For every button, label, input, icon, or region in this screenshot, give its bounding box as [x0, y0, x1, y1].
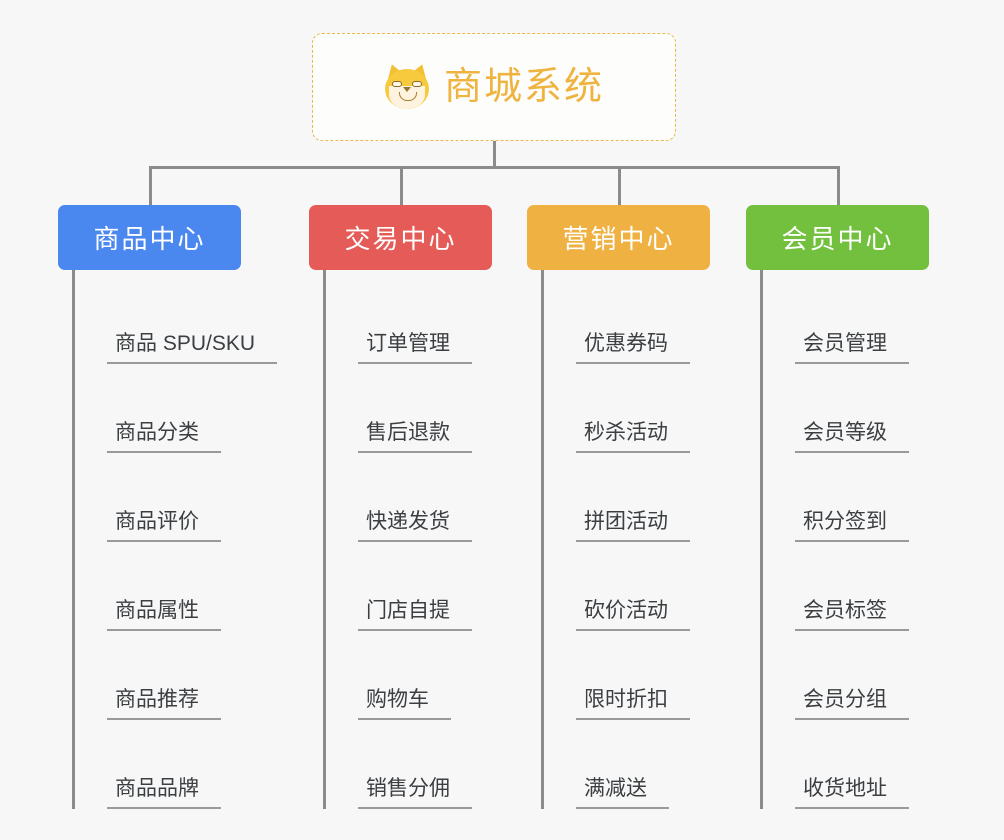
category-column-marketing-center: 营销中心优惠券码秒杀活动拼团活动砍价活动限时折扣满减送	[527, 205, 710, 809]
category-column-product-center: 商品中心商品 SPU/SKU 商品分类商品评价商品属性商品推荐商品品牌	[58, 205, 278, 809]
leaf-node[interactable]: 会员分组	[763, 631, 929, 720]
connector-root-stem	[493, 141, 496, 168]
category-header-product-center[interactable]: 商品中心	[58, 205, 241, 270]
leaf-label: 商品推荐	[107, 688, 221, 720]
leaf-list-member-center: 会员管理会员等级积分签到会员标签会员分组收货地址	[760, 270, 929, 809]
connector-drop-2	[400, 166, 403, 207]
leaf-label: 购物车	[358, 688, 451, 720]
root-title: 商城系统	[443, 66, 604, 108]
leaf-list-product-center: 商品 SPU/SKU 商品分类商品评价商品属性商品推荐商品品牌	[72, 270, 278, 809]
leaf-node[interactable]: 购物车	[326, 631, 492, 720]
leaf-label: 砍价活动	[576, 599, 690, 631]
leaf-node[interactable]: 满减送	[544, 720, 710, 809]
leaf-label: 会员标签	[795, 599, 909, 631]
connector-horizontal-bar	[149, 166, 840, 169]
leaf-node[interactable]: 秒杀活动	[544, 364, 710, 453]
leaf-label: 订单管理	[358, 332, 472, 364]
leaf-label: 拼团活动	[576, 510, 690, 542]
leaf-node[interactable]: 会员管理	[763, 275, 929, 364]
leaf-node[interactable]: 商品分类	[75, 364, 277, 453]
leaf-node[interactable]: 拼团活动	[544, 453, 710, 542]
leaf-node[interactable]: 会员等级	[763, 364, 929, 453]
root-node[interactable]: 商城系统	[312, 33, 676, 141]
leaf-node[interactable]: 商品推荐	[75, 631, 277, 720]
category-header-marketing-center[interactable]: 营销中心	[527, 205, 710, 270]
leaf-node[interactable]: 商品品牌	[75, 720, 277, 809]
leaf-label: 销售分佣	[358, 777, 472, 809]
leaf-label: 会员管理	[795, 332, 909, 364]
leaf-node[interactable]: 门店自提	[326, 542, 492, 631]
leaf-node[interactable]: 快递发货	[326, 453, 492, 542]
leaf-label: 商品属性	[107, 599, 221, 631]
category-label: 营销中心	[562, 224, 675, 254]
leaf-node[interactable]: 限时折扣	[544, 631, 710, 720]
category-column-trade-center: 交易中心订单管理售后退款快递发货门店自提购物车销售分佣	[309, 205, 492, 809]
leaf-label: 商品 SPU/SKU	[107, 332, 278, 364]
connector-drop-4	[837, 166, 840, 207]
leaf-label: 限时折扣	[576, 688, 690, 720]
leaf-label: 门店自提	[358, 599, 472, 631]
connector-drop-1	[149, 166, 152, 207]
leaf-label: 满减送	[576, 777, 669, 809]
category-label: 会员中心	[781, 224, 894, 254]
leaf-label: 商品分类	[107, 421, 221, 453]
shiba-inu-face-icon	[383, 61, 431, 110]
leaf-node[interactable]: 商品评价	[75, 453, 277, 542]
leaf-node[interactable]: 商品属性	[75, 542, 277, 631]
leaf-node[interactable]: 售后退款	[326, 364, 492, 453]
category-label: 交易中心	[344, 224, 457, 254]
leaf-node[interactable]: 商品 SPU/SKU	[75, 275, 278, 364]
leaf-node[interactable]: 积分签到	[763, 453, 929, 542]
leaf-label: 会员分组	[795, 688, 909, 720]
leaf-list-marketing-center: 优惠券码秒杀活动拼团活动砍价活动限时折扣满减送	[541, 270, 710, 809]
leaf-node[interactable]: 订单管理	[326, 275, 492, 364]
category-header-member-center[interactable]: 会员中心	[746, 205, 929, 270]
leaf-label: 商品评价	[107, 510, 221, 542]
leaf-label: 秒杀活动	[576, 421, 690, 453]
leaf-node[interactable]: 优惠券码	[544, 275, 710, 364]
leaf-list-trade-center: 订单管理售后退款快递发货门店自提购物车销售分佣	[323, 270, 492, 809]
category-column-member-center: 会员中心会员管理会员等级积分签到会员标签会员分组收货地址	[746, 205, 929, 809]
leaf-label: 快递发货	[358, 510, 472, 542]
leaf-label: 售后退款	[358, 421, 472, 453]
leaf-label: 会员等级	[795, 421, 909, 453]
category-label: 商品中心	[93, 224, 206, 254]
leaf-node[interactable]: 收货地址	[763, 720, 929, 809]
leaf-node[interactable]: 砍价活动	[544, 542, 710, 631]
connector-drop-3	[618, 166, 621, 207]
leaf-label: 积分签到	[795, 510, 909, 542]
leaf-node[interactable]: 会员标签	[763, 542, 929, 631]
leaf-label: 收货地址	[795, 777, 909, 809]
category-header-trade-center[interactable]: 交易中心	[309, 205, 492, 270]
leaf-node[interactable]: 销售分佣	[326, 720, 492, 809]
leaf-label: 优惠券码	[576, 332, 690, 364]
leaf-label: 商品品牌	[107, 777, 221, 809]
